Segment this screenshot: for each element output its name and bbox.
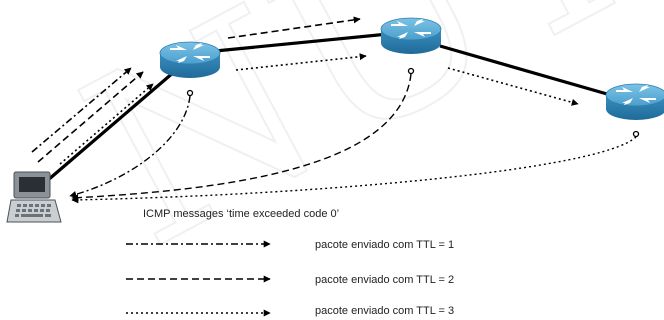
probe-ttl2-arrow [37, 71, 144, 163]
probe-ttl3-arrow [59, 83, 154, 165]
probe-ttl1-arrow [31, 67, 132, 153]
watermark: NUTS [44, 0, 664, 301]
legend-label: pacote enviado com TTL = 3 [315, 305, 454, 317]
legend-item: pacote enviado com TTL = 1 [126, 239, 454, 251]
icmp-returns [69, 67, 640, 204]
origin-dot-router1 [186, 89, 194, 97]
diagram-caption: ICMP messages ‘time exceeded code 0’ [143, 208, 339, 220]
legend-label: pacote enviado com TTL = 2 [315, 274, 454, 286]
legend-item: pacote enviado com TTL = 2 [126, 274, 454, 286]
icmp-return-router2 [71, 73, 412, 202]
laptop-icon [6, 171, 62, 223]
router-icon [380, 17, 442, 55]
legend: pacote enviado com TTL = 1 pacote enviad… [126, 239, 454, 317]
outgoing-probes [31, 16, 579, 165]
legend-label: pacote enviado com TTL = 1 [315, 239, 454, 251]
router-icon [605, 83, 664, 121]
link-router2-router3 [439, 44, 615, 98]
probe-ttl3-hop2-arrow [235, 53, 367, 71]
probe-ttl2-hop2-arrow [227, 16, 361, 39]
origin-dot-router2 [407, 67, 415, 75]
svg-text:NUTS: NUTS [45, 0, 664, 300]
origin-dot-router3 [632, 130, 640, 138]
legend-item: pacote enviado com TTL = 3 [126, 305, 454, 317]
link-router1-router2 [204, 32, 389, 54]
icmp-return-router1 [69, 95, 191, 198]
icmp-return-router3 [71, 136, 637, 204]
router-icon [159, 41, 221, 79]
